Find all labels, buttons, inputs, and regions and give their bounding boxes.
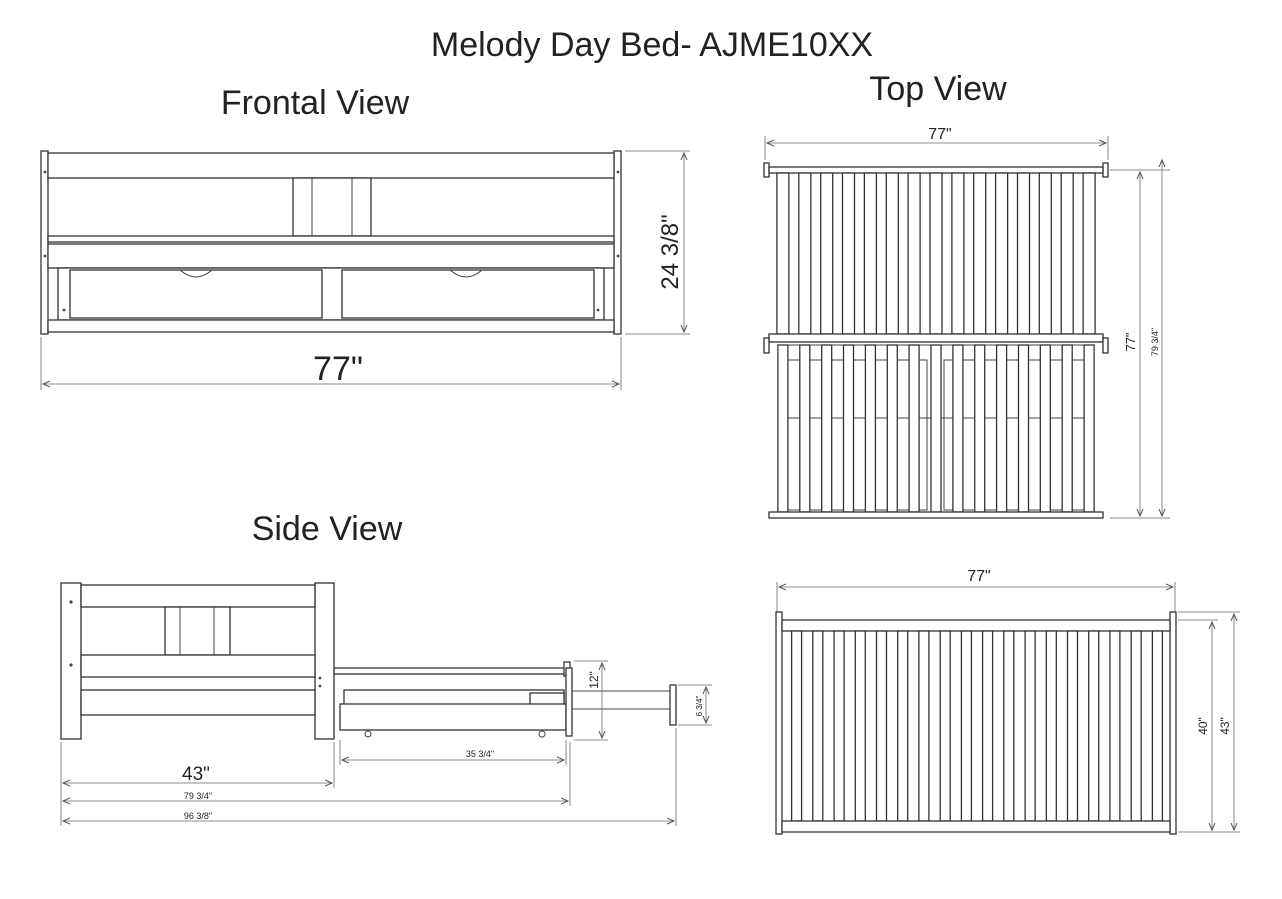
side-extended-label: 96 3/8" <box>184 811 212 821</box>
bottom-view: 77" 40" 43" <box>775 568 1240 835</box>
slat <box>1045 630 1057 822</box>
slat <box>1060 172 1074 335</box>
right-post <box>613 150 622 335</box>
slat <box>777 344 789 513</box>
slat <box>1039 344 1051 513</box>
side-view: Side View 12" 6 3/4" <box>60 510 712 826</box>
slat <box>995 344 1008 513</box>
slat <box>973 172 987 335</box>
frontal-view-title: Frontal View <box>221 84 410 122</box>
right-drawer <box>341 269 595 319</box>
slat <box>799 344 811 513</box>
bottom-inner-depth-label: 40" <box>1196 717 1210 735</box>
slat <box>1061 344 1073 513</box>
slat <box>885 172 899 335</box>
slat <box>841 172 856 335</box>
slat <box>790 630 803 822</box>
slat <box>812 630 824 822</box>
slat <box>918 630 930 822</box>
side-drawer-front <box>669 684 677 726</box>
slat <box>821 344 833 513</box>
slat <box>952 344 964 513</box>
slat <box>833 630 845 822</box>
slat <box>994 172 1009 335</box>
slat <box>1024 630 1036 822</box>
slat <box>951 172 965 335</box>
slat <box>1083 344 1095 513</box>
slat <box>864 344 877 513</box>
seat-rail <box>47 243 615 269</box>
top-middle-rail <box>768 333 1104 343</box>
frontal-width-label: 77" <box>313 350 363 388</box>
left-drawer-handle <box>179 269 213 278</box>
bottom-slats <box>790 630 1164 822</box>
side-drawer-height-label: 6 3/4" <box>695 696 704 717</box>
slat <box>820 172 834 335</box>
bottom-top-rail <box>781 619 1171 632</box>
base-rail <box>47 319 615 333</box>
side-seat-rail <box>333 667 567 675</box>
top-upper-slats <box>776 172 1096 335</box>
top-bottom-rail <box>768 511 1104 519</box>
bottom-width-label: 77" <box>967 568 990 585</box>
slat <box>929 172 943 335</box>
top-view-title: Top View <box>869 70 1007 108</box>
slat <box>1109 630 1121 822</box>
slat <box>981 630 994 822</box>
slat <box>1082 172 1096 335</box>
bottom-depth-label: 43" <box>1218 717 1232 735</box>
slat <box>1151 630 1164 822</box>
back-panel <box>292 177 372 237</box>
slat <box>875 630 888 822</box>
back-lower-rail <box>47 235 615 243</box>
slat <box>776 172 790 335</box>
back-top-rail <box>47 152 615 179</box>
top-view: Top View 77" 77" 79 3/4" <box>763 70 1170 519</box>
slat <box>886 344 898 513</box>
slat <box>907 172 921 335</box>
slat <box>1016 172 1031 335</box>
slat <box>974 344 986 513</box>
slat <box>1066 630 1079 822</box>
slat <box>863 172 878 335</box>
top-lower-slats <box>777 344 1095 513</box>
slat <box>1003 630 1015 822</box>
side-rail-height-label: 12" <box>587 671 601 689</box>
slat <box>939 630 951 822</box>
slat <box>1088 630 1100 822</box>
slat <box>1038 172 1052 335</box>
side-left-post <box>60 582 82 740</box>
right-drawer-handle <box>449 269 483 278</box>
slat <box>854 630 866 822</box>
slat <box>842 344 855 513</box>
diagram-title: Melody Day Bed- AJME10XX <box>431 26 873 64</box>
slat <box>908 344 920 513</box>
side-right-post <box>314 582 335 740</box>
side-depth-label: 43" <box>182 764 210 785</box>
side-view-title: Side View <box>252 510 403 548</box>
slat <box>1130 630 1142 822</box>
top-length-label: 77" <box>1123 332 1138 351</box>
left-drawer <box>69 269 323 319</box>
left-post <box>40 150 49 335</box>
side-drawer-label: 35 3/4" <box>466 749 494 759</box>
frontal-height-label: 24 3/8" <box>657 214 684 289</box>
slat <box>960 630 973 822</box>
bottom-bottom-rail <box>781 820 1171 833</box>
top-length-full-label: 79 3/4" <box>1150 328 1160 356</box>
side-total-label: 79 3/4" <box>184 791 212 801</box>
slat <box>897 630 909 822</box>
slat <box>1017 344 1030 513</box>
slat <box>930 344 942 513</box>
side-drawer-lower <box>339 703 567 731</box>
slat <box>798 172 812 335</box>
top-width-label: 77" <box>928 126 951 143</box>
frontal-view: Frontal View 24 3/8" 77" <box>40 84 690 390</box>
top-upper-rail <box>768 166 1104 174</box>
